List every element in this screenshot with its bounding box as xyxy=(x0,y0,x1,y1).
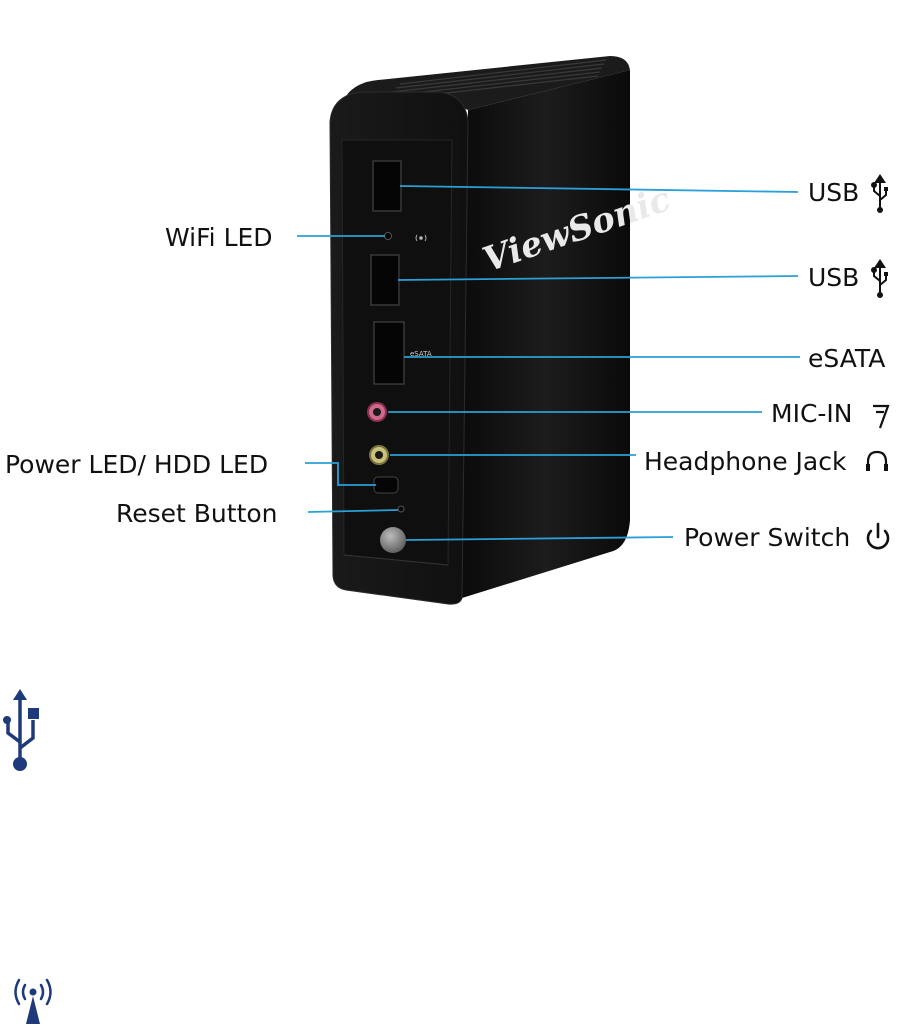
callout-usb-2: USB xyxy=(808,259,888,298)
usb-icon xyxy=(872,174,888,213)
wifi-led xyxy=(385,233,392,240)
mic-icon xyxy=(873,406,888,428)
usb-port-1 xyxy=(373,161,401,211)
power-icon xyxy=(868,524,888,548)
label-headphone: Headphone Jack xyxy=(644,447,847,476)
callout-headphone: Headphone Jack xyxy=(644,447,888,476)
label-usb-1: USB xyxy=(808,178,859,207)
usb-port-2 xyxy=(371,255,399,305)
mini-pc-device: ViewSonic eSATA xyxy=(330,56,676,604)
usb-icon xyxy=(872,259,888,298)
power-hdd-led xyxy=(374,477,398,493)
label-wifi-led: WiFi LED xyxy=(165,223,273,252)
headphone-icon xyxy=(866,452,888,471)
label-mic-in: MIC-IN xyxy=(771,399,853,428)
power-button xyxy=(380,527,406,553)
label-reset-button: Reset Button xyxy=(116,499,278,528)
label-power-switch: Power Switch xyxy=(684,523,850,552)
usb-icon xyxy=(3,689,39,771)
device-side xyxy=(462,70,630,598)
wifi-icon xyxy=(16,980,51,1024)
callout-mic-in: MIC-IN xyxy=(771,399,888,428)
label-usb-2: USB xyxy=(808,263,859,292)
esata-port xyxy=(374,322,404,384)
label-power-hdd-led: Power LED/ HDD LED xyxy=(5,450,268,479)
callout-power-switch: Power Switch xyxy=(684,523,888,552)
reset-hole xyxy=(398,506,404,512)
label-esata: eSATA xyxy=(808,344,885,373)
callout-usb-1: USB xyxy=(808,174,888,213)
